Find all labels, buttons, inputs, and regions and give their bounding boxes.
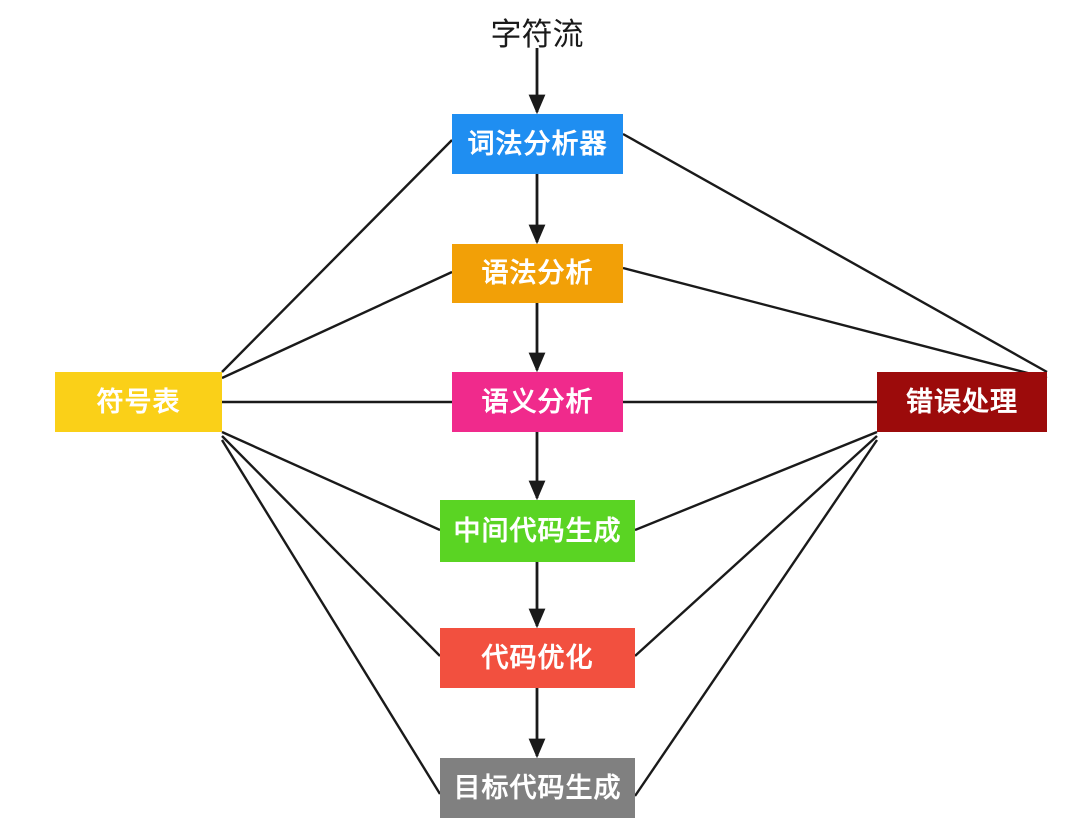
node-symbol-table[interactable]: 符号表	[55, 372, 222, 432]
input-stream-label: 字符流	[490, 16, 584, 52]
node-label-symbol-table: 符号表	[96, 386, 181, 417]
node-label-intermediate-code-generation: 中间代码生成	[453, 515, 622, 546]
node-lexical-analyzer[interactable]: 词法分析器	[452, 114, 623, 174]
link-line	[220, 439, 442, 795]
link-line	[634, 435, 878, 657]
link-line	[634, 430, 878, 532]
link-line	[634, 439, 878, 797]
node-label-lexical-analyzer: 词法分析器	[467, 128, 608, 159]
node-code-optimization[interactable]: 代码优化	[440, 628, 635, 688]
link-line	[221, 270, 453, 380]
node-intermediate-code-generation[interactable]: 中间代码生成	[440, 500, 635, 562]
link-line	[221, 139, 453, 373]
node-target-code-generation[interactable]: 目标代码生成	[440, 758, 635, 818]
node-label-code-optimization: 代码优化	[481, 642, 594, 673]
link-line	[221, 435, 441, 657]
node-error-handling[interactable]: 错误处理	[877, 372, 1047, 432]
node-label-semantic-analysis: 语义分析	[481, 386, 594, 417]
link-line	[622, 132, 1048, 374]
link-line	[221, 430, 441, 532]
node-syntax-analysis[interactable]: 语法分析	[452, 244, 623, 303]
node-label-error-handling: 错误处理	[906, 386, 1018, 417]
association-lines	[220, 132, 1048, 797]
node-label-target-code-generation: 目标代码生成	[453, 772, 622, 803]
node-semantic-analysis[interactable]: 语义分析	[452, 372, 623, 432]
link-line	[622, 266, 1048, 380]
node-label-syntax-analysis: 语法分析	[481, 258, 594, 288]
